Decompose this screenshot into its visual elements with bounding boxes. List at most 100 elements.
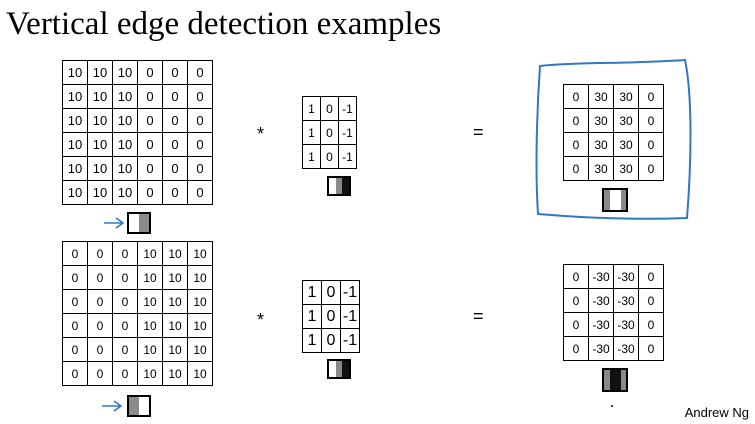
image-cell: 0 bbox=[62, 265, 88, 290]
image-cell: 10 bbox=[62, 60, 88, 85]
image-cell: 0 bbox=[87, 337, 113, 362]
image-cell: 0 bbox=[137, 156, 163, 181]
image-cell: 10 bbox=[162, 337, 188, 362]
output-cell: 30 bbox=[613, 132, 639, 157]
image-cell: 10 bbox=[62, 132, 88, 157]
filter-cell: 1 bbox=[302, 328, 322, 353]
image-cell: 10 bbox=[62, 84, 88, 109]
filter-cell: 0 bbox=[321, 304, 341, 329]
output-cell: 0 bbox=[563, 156, 589, 181]
image-cell: 0 bbox=[62, 289, 88, 314]
image-cell: 0 bbox=[187, 156, 213, 181]
output-cell: 0 bbox=[563, 336, 589, 361]
output-cell: 0 bbox=[563, 264, 589, 289]
image-cell: 0 bbox=[87, 361, 113, 386]
edge-swatch-light-dark bbox=[127, 212, 151, 234]
output-cell: 0 bbox=[563, 132, 589, 157]
image-cell: 10 bbox=[87, 108, 113, 133]
filter-cell: 1 bbox=[302, 120, 321, 145]
output-cell: 0 bbox=[638, 264, 664, 289]
output-cell: 0 bbox=[563, 312, 589, 337]
output-cell: 0 bbox=[563, 288, 589, 313]
filter-cell: 0 bbox=[320, 120, 339, 145]
image-cell: 0 bbox=[137, 108, 163, 133]
image-cell: 0 bbox=[62, 337, 88, 362]
image-cell: 10 bbox=[187, 361, 213, 386]
image-cell: 10 bbox=[162, 361, 188, 386]
output-cell: 0 bbox=[638, 312, 664, 337]
stray-dot bbox=[611, 405, 613, 407]
image-cell: 10 bbox=[162, 313, 188, 338]
image-cell: 0 bbox=[112, 265, 138, 290]
filter-cell: -1 bbox=[338, 96, 357, 121]
image-cell: 10 bbox=[112, 108, 138, 133]
image-cell: 0 bbox=[162, 156, 188, 181]
image-cell: 0 bbox=[187, 180, 213, 205]
image-cell: 10 bbox=[137, 313, 163, 338]
equals-sign-2: = bbox=[473, 306, 484, 326]
image-cell: 0 bbox=[187, 60, 213, 85]
image-cell: 10 bbox=[112, 84, 138, 109]
image-cell: 10 bbox=[162, 289, 188, 314]
arrow-right-icon bbox=[104, 217, 125, 229]
output-swatch-bright-edge bbox=[602, 188, 628, 212]
image-cell: 10 bbox=[112, 180, 138, 205]
image-cell: 10 bbox=[87, 156, 113, 181]
convolution-operator: * bbox=[257, 124, 265, 144]
image-cell: 0 bbox=[187, 108, 213, 133]
output-cell: -30 bbox=[588, 312, 614, 337]
equals-sign: = bbox=[473, 122, 484, 142]
filter-cell: 1 bbox=[302, 144, 321, 169]
image-cell: 10 bbox=[87, 60, 113, 85]
output-cell: -30 bbox=[613, 288, 639, 313]
arrow-right-icon-2 bbox=[102, 400, 123, 412]
image-cell: 0 bbox=[187, 132, 213, 157]
image-cell: 0 bbox=[87, 241, 113, 266]
image-cell: 0 bbox=[137, 60, 163, 85]
filter-cell: 1 bbox=[302, 96, 321, 121]
image-cell: 10 bbox=[62, 156, 88, 181]
image-cell: 0 bbox=[87, 313, 113, 338]
image-cell: 10 bbox=[137, 361, 163, 386]
image-cell: 10 bbox=[187, 289, 213, 314]
image-cell: 10 bbox=[112, 156, 138, 181]
output-swatch-dark-edge bbox=[602, 368, 628, 392]
output-cell: -30 bbox=[613, 264, 639, 289]
filter-cell: 0 bbox=[321, 328, 341, 353]
image-cell: 0 bbox=[62, 361, 88, 386]
filter-cell: 1 bbox=[302, 304, 322, 329]
author-signature: Andrew Ng bbox=[684, 405, 749, 420]
image-cell: 0 bbox=[137, 132, 163, 157]
image-cell: 0 bbox=[62, 241, 88, 266]
image-cell: 0 bbox=[112, 241, 138, 266]
image-cell: 10 bbox=[87, 132, 113, 157]
filter-cell: -1 bbox=[338, 144, 357, 169]
image-cell: 0 bbox=[112, 337, 138, 362]
image-cell: 0 bbox=[162, 84, 188, 109]
filter-cell: -1 bbox=[340, 328, 360, 353]
image-cell: 0 bbox=[162, 60, 188, 85]
image-cell: 0 bbox=[112, 289, 138, 314]
output-cell: -30 bbox=[613, 312, 639, 337]
filter-cell: -1 bbox=[340, 304, 360, 329]
convolution-operator-2: * bbox=[257, 310, 265, 330]
output-cell: -30 bbox=[588, 288, 614, 313]
filter-cell: -1 bbox=[340, 280, 360, 305]
